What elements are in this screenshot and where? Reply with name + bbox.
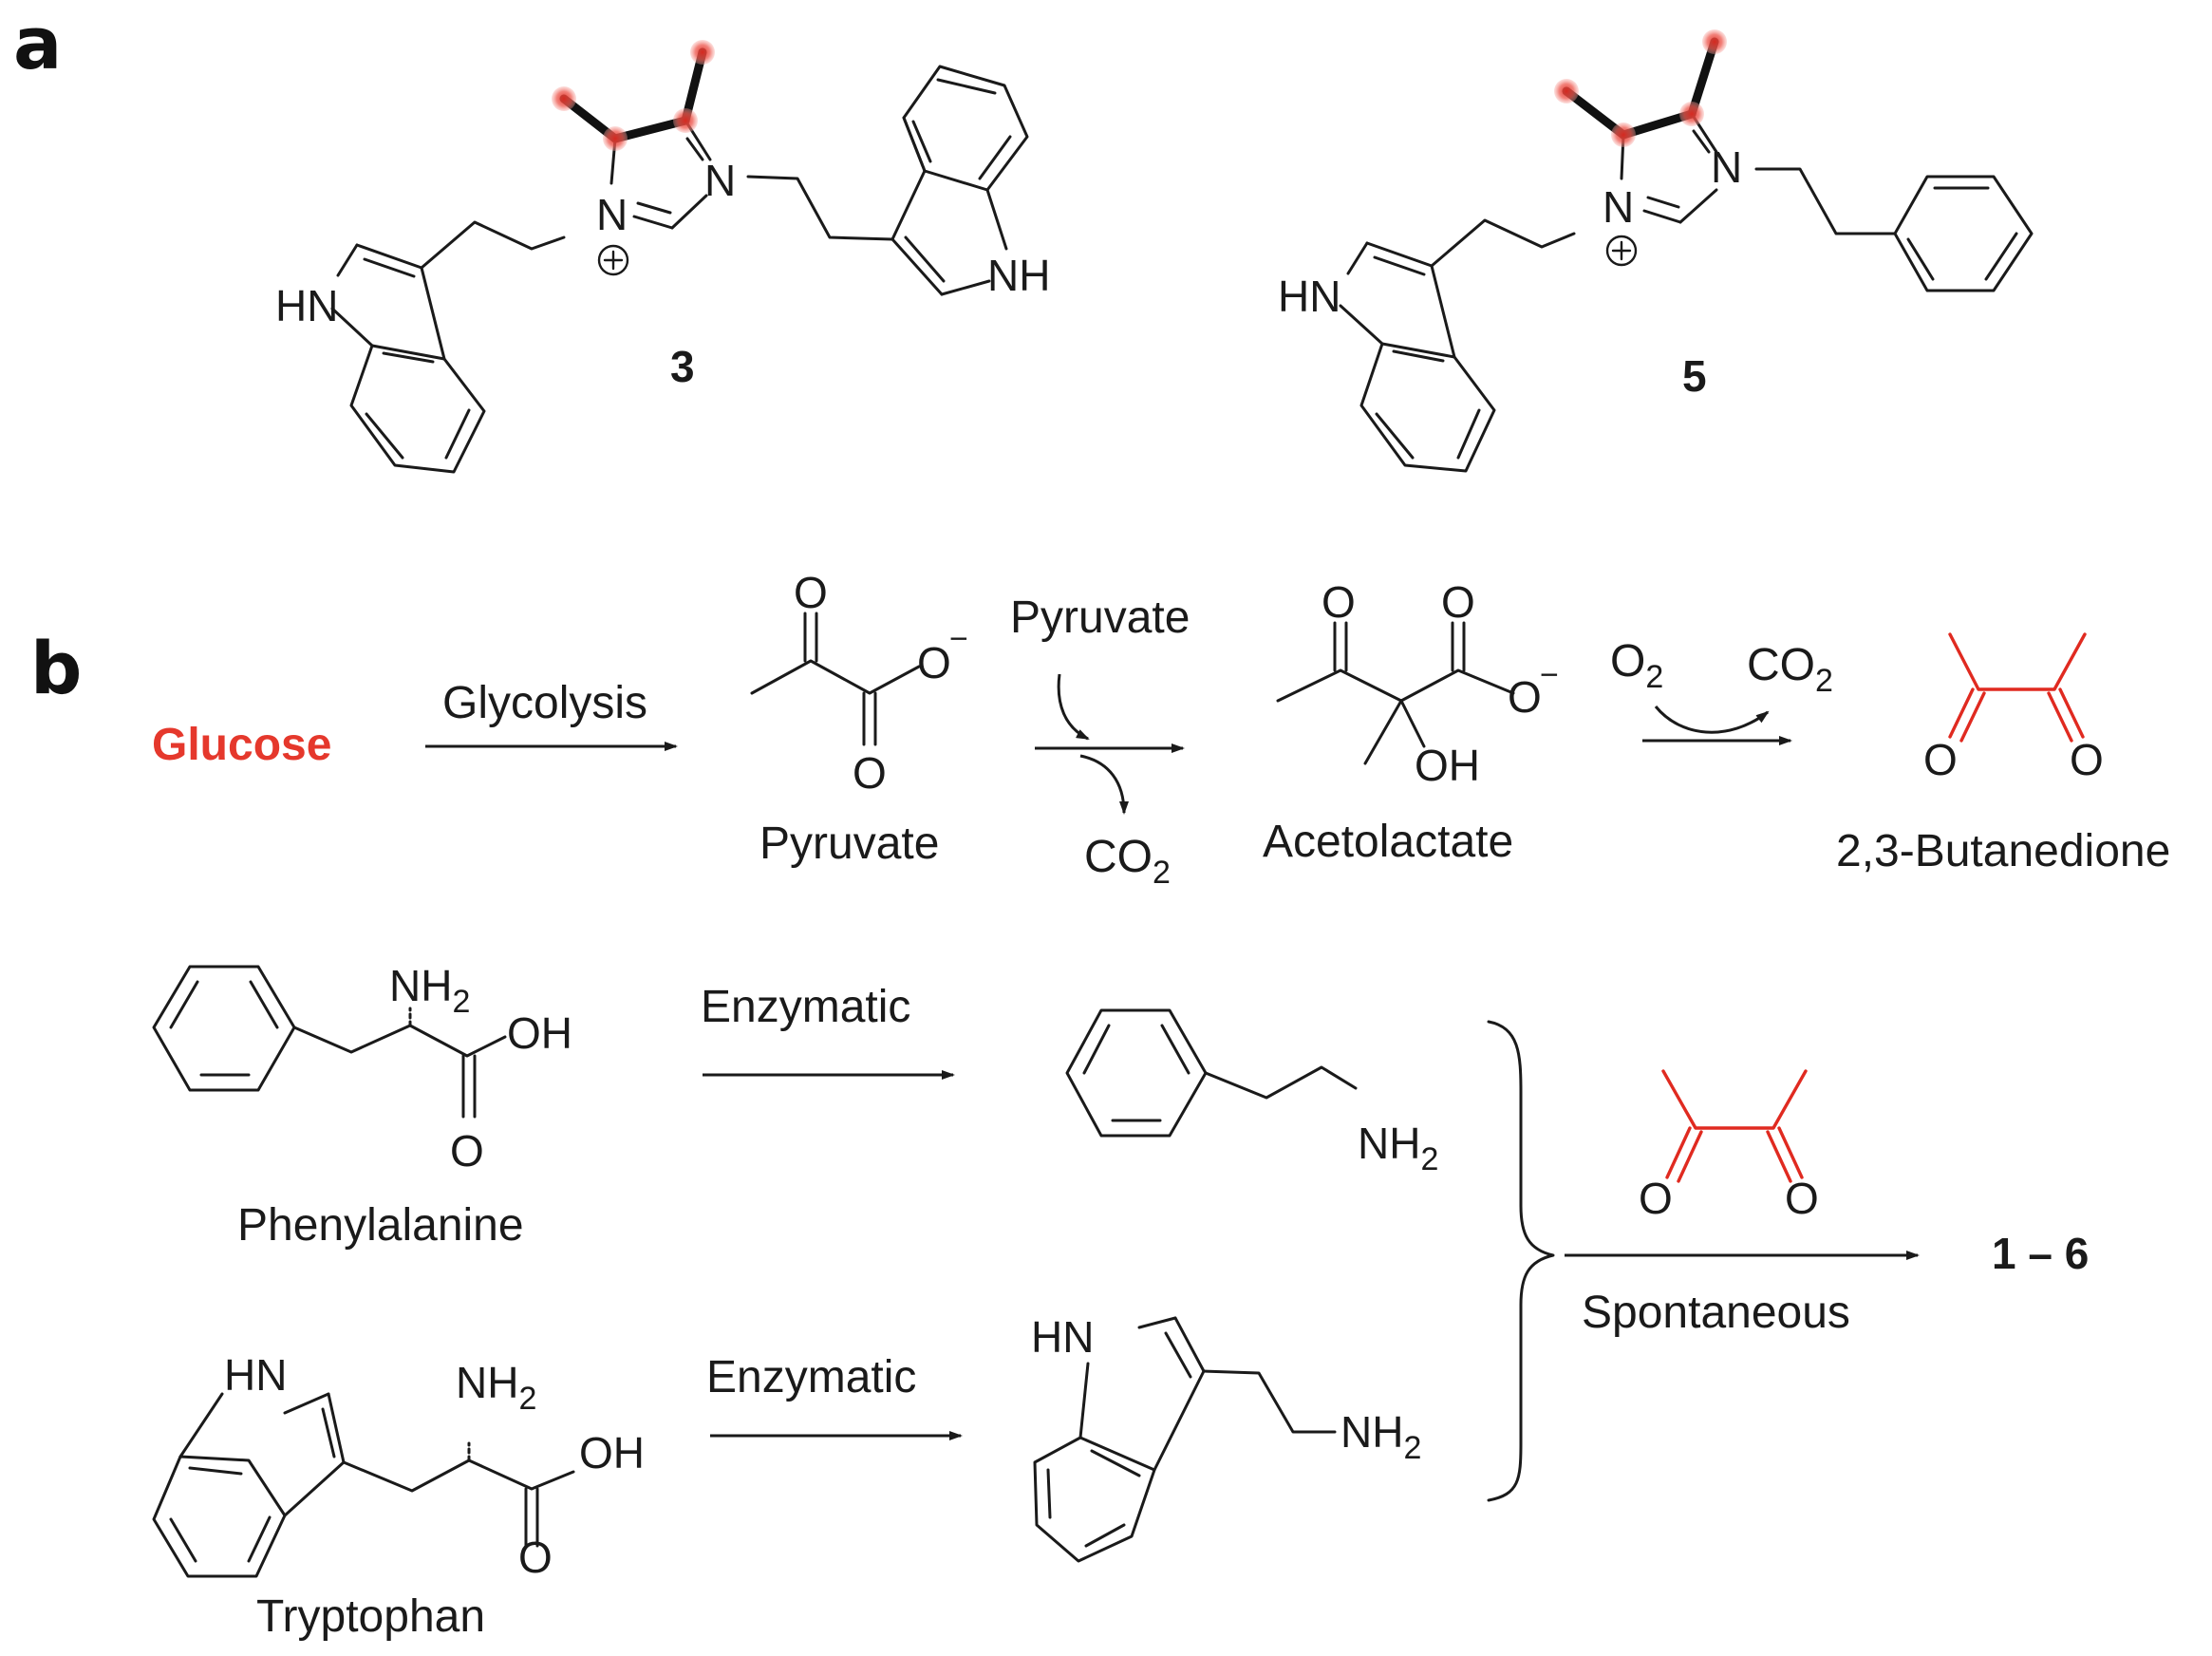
acetolactate-o-carbonyl: O: [1441, 577, 1475, 627]
butanedione-o-left: O: [1923, 735, 1958, 784]
trp-nh2: NH2: [456, 1358, 536, 1417]
butanedione-structure-top: O O: [1923, 632, 2104, 784]
pyruvate-reagent-label: Pyruvate: [1010, 593, 1190, 643]
grouping-brace: [1487, 1020, 1555, 1502]
pyruvate-structure: O O − O: [750, 568, 968, 798]
panel-label-b: b: [30, 626, 82, 710]
butanedione-bottom-o-left: O: [1639, 1174, 1673, 1223]
glycolysis-label: Glycolysis: [442, 678, 647, 728]
acetolactate-charge: −: [1540, 657, 1559, 693]
tryptophan-label: Tryptophan: [256, 1591, 485, 1642]
c3-n-plus: N: [596, 190, 628, 239]
c3-nh-right: NH: [987, 251, 1050, 300]
acetolactate-oh: OH: [1415, 741, 1480, 790]
pyruvate-o-bottom: O: [853, 748, 887, 798]
c3-hn-left: HN: [275, 281, 338, 330]
acetolactate-structure: O O O − OH: [1276, 577, 1559, 790]
tryptamine-structure: HN NH2: [1031, 1312, 1421, 1563]
c5-n-right: N: [1711, 142, 1742, 192]
enzymatic-label-1: Enzymatic: [701, 982, 910, 1032]
trp-hn: HN: [224, 1350, 287, 1400]
products-range-label: 1 – 6: [1992, 1229, 2089, 1278]
pyruvate-o-top: O: [794, 568, 828, 617]
pyruvate-charge: −: [949, 621, 968, 657]
butanedione-o-right: O: [2070, 735, 2104, 784]
phe-oh: OH: [507, 1008, 572, 1058]
phe-nh2: NH2: [389, 961, 470, 1020]
phenylalanine-structure: NH2 OH O: [152, 961, 572, 1176]
spontaneous-label: Spontaneous: [1582, 1288, 1850, 1338]
co2-byproduct-2: CO2: [1747, 640, 1833, 699]
glucose-label: Glucose: [152, 720, 331, 770]
acetolactate-label: Acetolactate: [1263, 817, 1513, 867]
tryptamine-nh2: NH2: [1340, 1407, 1421, 1466]
c5-hn-left: HN: [1278, 272, 1340, 321]
o2-reagent: O2: [1610, 636, 1663, 695]
acetolactate-o-minus: O: [1508, 672, 1542, 722]
c5-n-plus: N: [1603, 182, 1634, 232]
phenylalanine-label: Phenylalanine: [237, 1200, 524, 1251]
phe-o: O: [450, 1126, 484, 1176]
c3-n-right: N: [704, 156, 736, 205]
phenethylamine-structure: NH2: [1065, 1008, 1438, 1177]
co2-byproduct-1: CO2: [1084, 832, 1171, 891]
compound-5-structure: HN N N: [1278, 29, 2034, 473]
tryptophan-structure: HN NH2 OH O: [152, 1350, 645, 1582]
pyruvate-label: Pyruvate: [759, 819, 939, 869]
acetolactate-o-ketone: O: [1322, 577, 1356, 627]
compound-3-number: 3: [670, 342, 695, 391]
trp-o: O: [518, 1533, 553, 1582]
butanedione-label: 2,3-Butanedione: [1836, 826, 2170, 876]
compound-3-structure: HN N N NH: [275, 40, 1050, 474]
enzymatic-label-2: Enzymatic: [706, 1352, 916, 1402]
panel-label-a: a: [13, 1, 62, 85]
trp-oh: OH: [579, 1428, 645, 1477]
compound-5-number: 5: [1682, 351, 1707, 401]
butanedione-bottom-o-right: O: [1785, 1174, 1819, 1223]
butanedione-structure-bottom: O O: [1639, 1069, 1819, 1223]
tryptamine-hn: HN: [1031, 1312, 1094, 1362]
pyruvate-o-minus: O: [917, 638, 951, 687]
phenethylamine-nh2: NH2: [1358, 1119, 1438, 1177]
